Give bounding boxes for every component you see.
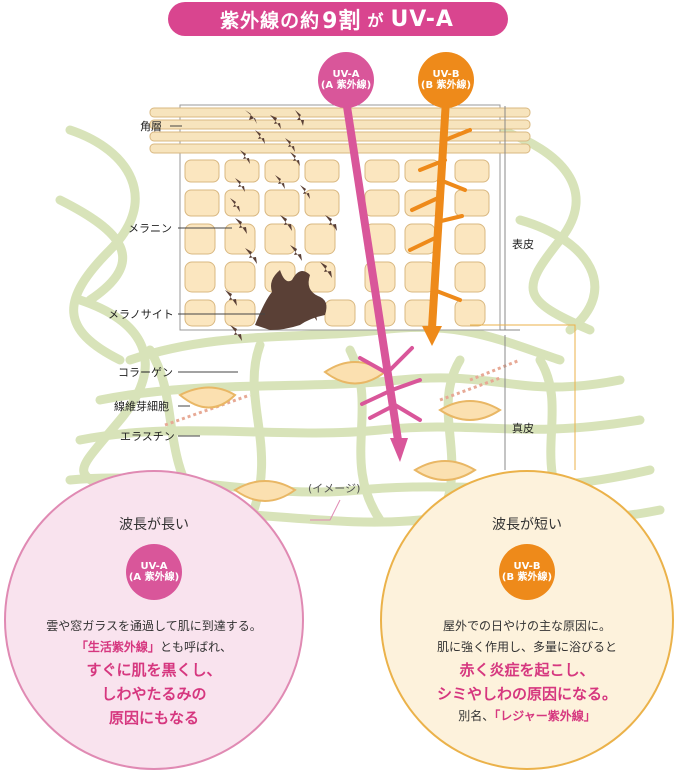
uvb-callout-line3-prefix: 別名、 [458,709,495,723]
title-part3: UV-A [390,6,454,32]
uvb-callout-badge-line2: (B 紫外線) [501,572,553,583]
uvb-callout-quote: 「レジャー紫外線」 [494,709,596,723]
uva-callout-quote: 「生活紫外線」 [75,640,160,654]
uvb-callout-strong2: シミやしわの原因になる。 [436,685,617,703]
layer-brackets [500,106,520,470]
label-epidermis: 表皮 [512,238,534,251]
label-dermis: 真皮 [512,422,534,435]
uva-badge: UV-A (A 紫外線) [318,52,374,108]
uva-badge-line1: UV-A [332,68,360,80]
fibroblast-cells [178,361,502,502]
uva-callout: 波長が長い UV-A (A 紫外線) 雲や窓ガラスを通過して肌に到達する。 「生… [4,470,304,770]
uvb-callout-line2: 肌に強く作用し、多量に浴びると [436,640,617,654]
label-melanin: メラニン [128,222,172,235]
uva-callout-line2: 「生活紫外線」とも呼ばれ、 [76,637,232,658]
title-number: 9割 [322,9,362,34]
melanin-particles [225,110,337,341]
uvb-callout-line3: 別名、「レジャー紫外線」 [458,706,595,727]
stratum-corneum [149,107,531,154]
uva-callout-badge-line2: (A 紫外線) [128,572,180,583]
uvb-callout-badge: UV-B (B 紫外線) [499,544,555,600]
image-note: (イメージ) [308,482,361,495]
uva-arrow [342,99,422,462]
page-title: 紫外線の約 9割 が UV-A [168,2,508,36]
uva-callout-line1: 雲や窓ガラスを通過して肌に到達する。 [46,619,262,633]
uvb-callout-line1: 屋外での日やけの主な原因に。 [442,619,611,633]
uva-badge-line2: (A 紫外線) [320,80,372,91]
uva-callout-badge-line1: UV-A [140,560,168,572]
elastin-fibers [164,358,521,427]
uvb-badge: UV-B (B 紫外線) [418,52,474,108]
melanocyte-shape [255,270,327,330]
uvb-arrow [408,99,472,346]
uvb-callout-badge-line1: UV-B [513,560,541,572]
uva-callout-line2-rest: とも呼ばれ、 [159,640,233,654]
uvb-callout: 波長が短い UV-B (B 紫外線) 屋外での日やけの主な原因に。 肌に強く作用… [380,470,674,770]
uva-callout-strong3: 原因にもなる [108,709,199,727]
uvb-callout-strong1: 赤く炎症を起こし、 [459,661,595,679]
label-melanocyte: メラノサイト [108,308,174,321]
title-part2: が [367,11,385,30]
uva-callout-heading: 波長が長い [119,517,189,533]
label-collagen: コラーゲン [118,366,173,379]
leader-lines [170,125,265,437]
label-elastin: エラスチン [120,430,175,443]
uvb-badge-line1: UV-B [432,68,460,80]
callout-connectors [310,324,576,521]
label-stratum-corneum: 角層 [140,120,162,133]
uva-callout-strong2: しわやたるみの [101,685,207,703]
uva-callout-strong1: すぐに肌を黒くし、 [86,661,222,679]
uvb-badge-line2: (B 紫外線) [420,80,472,91]
label-fibroblast: 線維芽細胞 [114,400,169,413]
uvb-callout-heading: 波長が短い [492,517,562,533]
title-part1: 紫外線の約 [220,9,321,32]
uva-callout-badge: UV-A (A 紫外線) [126,544,182,600]
